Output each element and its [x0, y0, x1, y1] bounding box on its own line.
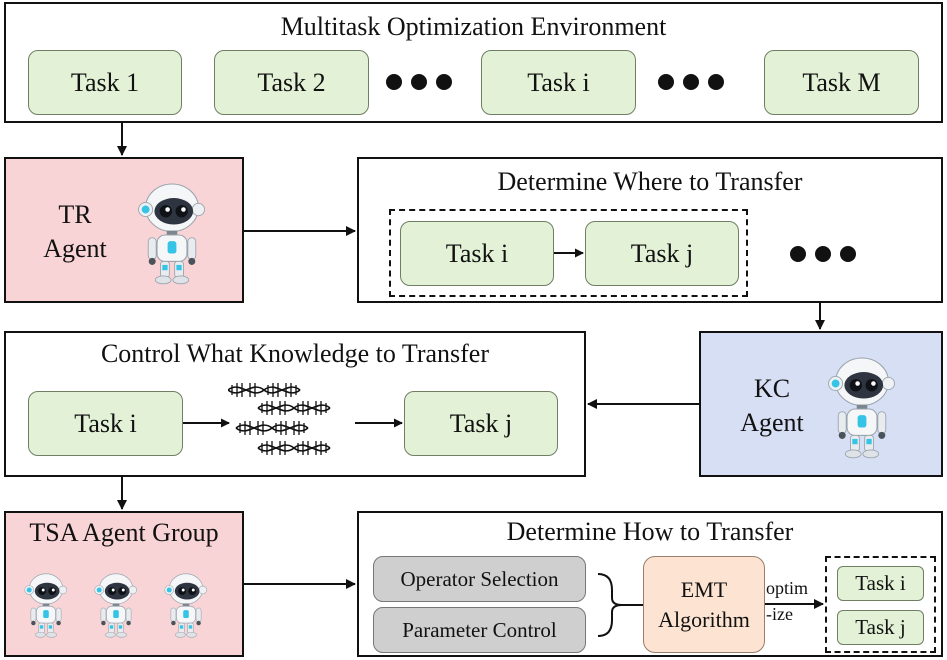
ellipsis-dots-icon: [658, 74, 724, 90]
operator-selection-block: Operator Selection: [373, 556, 586, 602]
env-task-m: Task M: [764, 50, 919, 115]
what-task-i: Task i: [28, 391, 183, 456]
where-task-i: Task i: [400, 221, 554, 286]
tsa-agent-label: TSA Agent Group: [29, 518, 219, 547]
robot-icon: [94, 573, 138, 638]
kc-agent-line1: KC: [753, 374, 791, 403]
parameter-control-block: Parameter Control: [373, 607, 586, 653]
tr-agent-line1: TR: [58, 200, 92, 229]
tr-agent-line2: Agent: [43, 234, 107, 263]
environment-title: Multitask Optimization Environment: [280, 12, 667, 41]
ellipsis-dots-icon: [790, 246, 856, 262]
env-task-2: Task 2: [214, 50, 369, 115]
optimize-label-line2: -ize: [766, 604, 793, 624]
robot-icon: [828, 357, 896, 459]
how-title: Determine How to Transfer: [506, 517, 794, 546]
where-task-j: Task j: [585, 221, 739, 286]
emt-line2: Algorithm: [658, 606, 750, 632]
robot-icon: [24, 573, 68, 638]
emt-line1: EMT: [680, 576, 728, 602]
kc-agent-line2: Agent: [740, 408, 804, 437]
where-dashed-group: [389, 209, 748, 297]
tr-agent-label: TR Agent: [30, 198, 120, 266]
tr-agent-panel: [4, 157, 244, 303]
what-title: Control What Knowledge to Transfer: [100, 339, 490, 368]
ellipsis-dots-icon: [386, 74, 452, 90]
optimize-label-line1: optim: [766, 578, 809, 598]
kc-agent-panel: [699, 331, 943, 477]
how-task-j: Task j: [837, 610, 924, 645]
env-task-1: Task 1: [28, 50, 182, 115]
how-task-i: Task i: [837, 566, 924, 601]
kc-agent-label: KC Agent: [727, 372, 817, 440]
what-task-j: Task j: [404, 391, 558, 456]
env-task-i: Task i: [481, 50, 636, 115]
emt-algorithm-block: EMT Algorithm: [643, 556, 765, 653]
robot-icon: [164, 573, 208, 638]
how-dashed-group: [825, 556, 936, 653]
dna-icon: [228, 382, 331, 456]
robot-icon: [138, 183, 206, 285]
where-title: Determine Where to Transfer: [497, 167, 803, 196]
